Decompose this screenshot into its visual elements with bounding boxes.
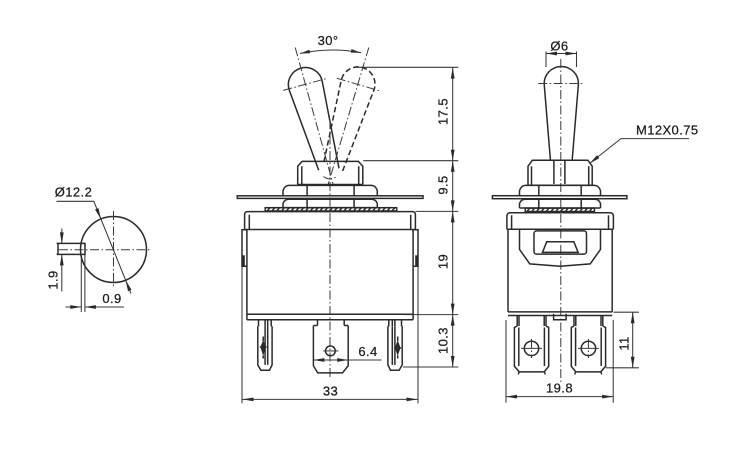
- svg-text:Ø6: Ø6: [550, 39, 568, 54]
- svg-text:19: 19: [436, 254, 451, 269]
- svg-text:17.5: 17.5: [436, 98, 451, 125]
- svg-text:30°: 30°: [318, 33, 339, 48]
- svg-text:0.9: 0.9: [102, 291, 121, 306]
- svg-text:9.5: 9.5: [436, 175, 451, 194]
- svg-text:Ø12.2: Ø12.2: [55, 185, 92, 200]
- svg-text:11: 11: [617, 336, 632, 350]
- svg-text:10.3: 10.3: [436, 327, 451, 354]
- svg-text:1.9: 1.9: [46, 270, 61, 289]
- svg-text:33: 33: [323, 383, 338, 398]
- svg-text:6.4: 6.4: [358, 344, 377, 359]
- svg-text:19.8: 19.8: [546, 381, 573, 396]
- svg-text:M12X0.75: M12X0.75: [636, 123, 698, 138]
